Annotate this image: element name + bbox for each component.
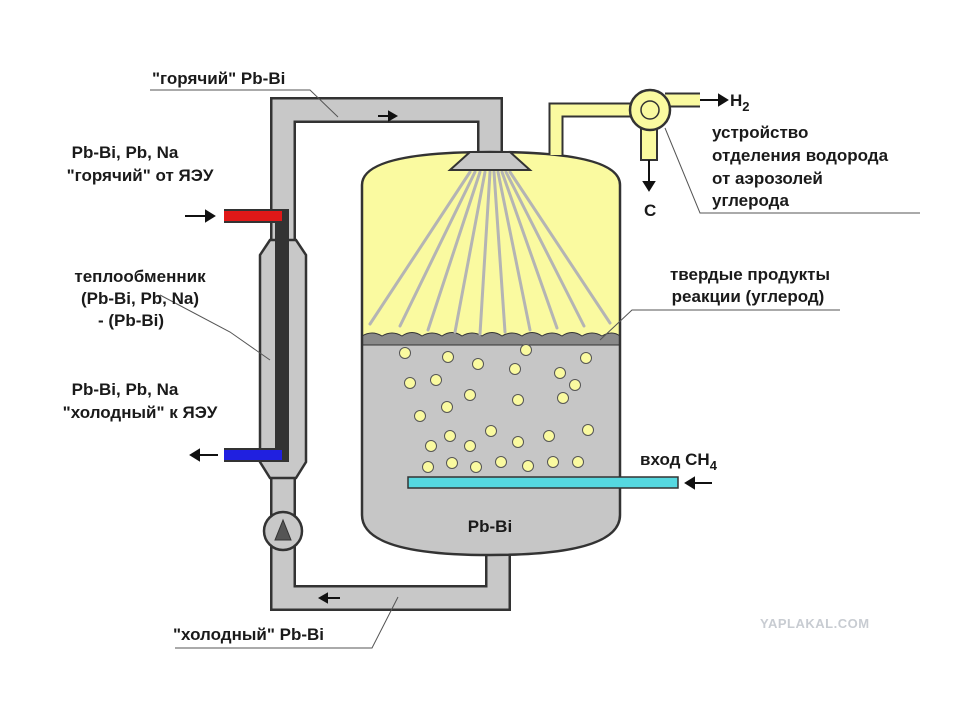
cold-outlet-label-line1: Pb-Bi, Pb, Na bbox=[72, 380, 179, 399]
hot-inlet-label-line1: Pb-Bi, Pb, Na bbox=[72, 143, 179, 162]
methane-bubbles bbox=[399, 344, 594, 473]
reactor-vessel-wall bbox=[360, 150, 622, 557]
leader-lines bbox=[150, 89, 920, 649]
solid-products-label-line2: реакции (углерод) bbox=[672, 287, 825, 306]
carbon-layer bbox=[361, 332, 621, 346]
solid-products-label-line1: твердые продукты bbox=[670, 265, 830, 284]
heat-exchanger-label-line1: теплообменник bbox=[74, 267, 206, 286]
separator-label-line2: отделения водорода bbox=[712, 146, 889, 165]
methane-inlet-label: вход CH4 bbox=[640, 450, 718, 473]
reactor-melt-zone bbox=[362, 345, 620, 555]
hydrogen-outlet-piping bbox=[548, 92, 700, 161]
watermark: YAPLAKAL.COM bbox=[760, 616, 870, 631]
spray-jets bbox=[368, 170, 612, 336]
pump-triangle-icon bbox=[274, 518, 292, 541]
separator-outlet-pipe bbox=[640, 127, 658, 161]
flow-arrows bbox=[185, 93, 729, 604]
separator-label-line1: устройство bbox=[712, 123, 808, 142]
methane-inlet-pipe bbox=[407, 476, 679, 489]
heat-exchanger-label-line3: - (Pb-Bi) bbox=[98, 311, 164, 330]
labels: "горячий" Pb-Bi Pb-Bi, Pb, Na "горячий" … bbox=[63, 69, 889, 644]
hot-pbbi-label: "горячий" Pb-Bi bbox=[152, 69, 285, 88]
cold-outlet-label-line2: "холодный" к ЯЭУ bbox=[63, 403, 218, 422]
heat-exchanger bbox=[224, 209, 308, 480]
melt-label: Pb-Bi bbox=[468, 517, 512, 536]
circulation-pump bbox=[262, 510, 304, 552]
cold-pbbi-label: "холодный" Pb-Bi bbox=[173, 625, 324, 644]
reactor-vessel bbox=[360, 150, 622, 557]
carbon-output-label: C bbox=[644, 201, 656, 220]
hydrogen-separator bbox=[628, 88, 672, 132]
h2-label: H2 bbox=[730, 91, 750, 114]
separator-label-line3: от аэрозолей bbox=[712, 169, 823, 188]
spray-nozzle bbox=[447, 151, 533, 171]
reactor-gas-zone bbox=[362, 152, 620, 335]
hot-inlet-label-line2: "горячий" от ЯЭУ bbox=[67, 166, 214, 185]
heat-exchanger-label-line2: (Pb-Bi, Pb, Na) bbox=[81, 289, 199, 308]
separator-label-line4: углерода bbox=[712, 191, 789, 210]
